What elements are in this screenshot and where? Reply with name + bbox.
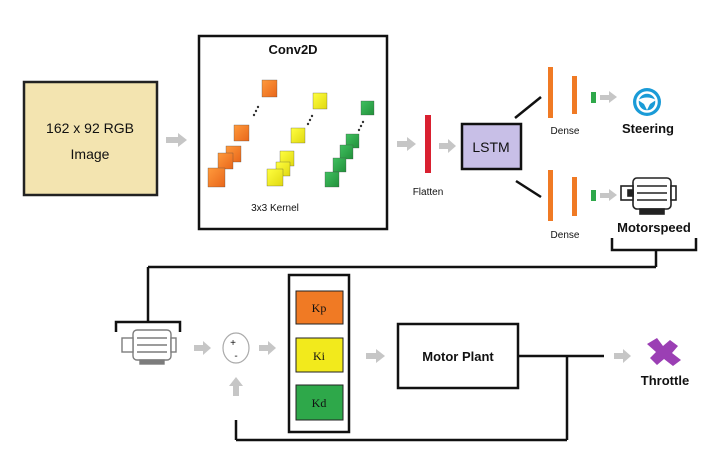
motor-input-icon xyxy=(121,329,177,365)
conv2d-block: Conv2D 3x3 Kernel xyxy=(197,34,389,231)
kd-label: Kd xyxy=(312,396,327,410)
arrow-flatten-to-lstm xyxy=(439,139,456,153)
input-line2: Image xyxy=(71,146,110,162)
kernel-label: 3x3 Kernel xyxy=(251,203,299,214)
throttle-label: Throttle xyxy=(641,373,689,388)
steering-wheel-icon xyxy=(633,88,661,116)
dense-bottom: Dense xyxy=(548,170,596,241)
arrow-sum-to-pid xyxy=(259,341,276,355)
steering-label: Steering xyxy=(622,121,674,136)
motor-plant-label: Motor Plant xyxy=(422,349,494,364)
input-line1: 162 x 92 RGB xyxy=(46,120,134,136)
motor-icon xyxy=(620,177,677,215)
dense-bottom-label: Dense xyxy=(551,230,580,241)
sum-plus: + xyxy=(230,338,236,349)
ellipsis-dots xyxy=(252,105,365,132)
motor-plant-block: Motor Plant xyxy=(396,322,520,390)
arrow-dense-top-to-steering xyxy=(600,91,617,103)
conv2d-title: Conv2D xyxy=(268,42,317,57)
motorspeed-label: Motorspeed xyxy=(617,220,691,235)
plant-output-lines xyxy=(234,354,604,442)
pid-controller: Kp Ki Kd xyxy=(287,273,351,434)
flatten-label: Flatten xyxy=(413,187,444,198)
branch-line-top xyxy=(514,96,542,119)
input-image-block: 162 x 92 RGB Image xyxy=(22,80,159,197)
lstm-label: LSTM xyxy=(472,139,509,155)
arrow-dense-bottom-to-motor xyxy=(600,189,617,201)
feature-cubes xyxy=(207,79,375,188)
arrow-motor-to-sum xyxy=(194,341,211,355)
kp-label: Kp xyxy=(312,301,327,315)
arrow-conv-to-flatten xyxy=(397,137,416,151)
arrow-pid-to-plant xyxy=(366,349,385,363)
arrow-input-to-conv xyxy=(166,133,187,147)
arrow-feedback-up xyxy=(229,377,243,396)
lstm-block: LSTM xyxy=(460,122,523,171)
ki-label: Ki xyxy=(313,349,326,363)
flatten-layer: Flatten xyxy=(413,115,444,198)
sum-minus: - xyxy=(234,351,237,362)
motorspeed-connector xyxy=(114,238,698,332)
throttle-icon xyxy=(647,338,681,366)
dense-top-label: Dense xyxy=(551,126,580,137)
branch-line-bottom xyxy=(515,179,542,199)
summing-junction: + - xyxy=(222,332,250,364)
dense-top: Dense xyxy=(548,67,596,137)
arrow-to-throttle xyxy=(614,349,631,363)
